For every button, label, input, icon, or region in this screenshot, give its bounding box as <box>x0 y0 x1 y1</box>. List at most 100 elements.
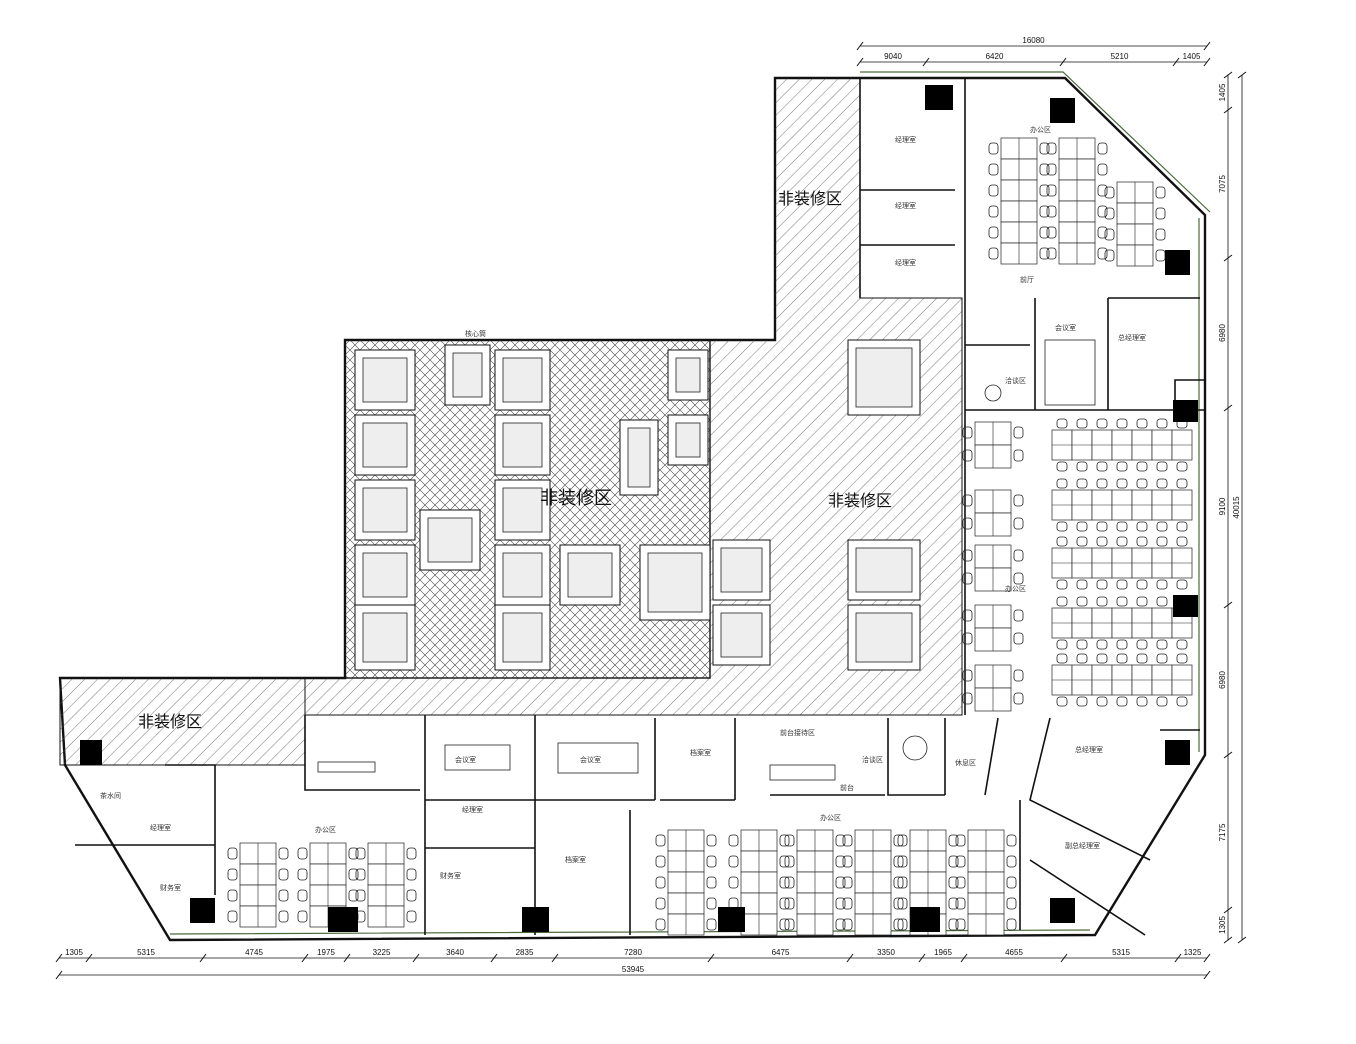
chair <box>1097 226 1108 239</box>
right-dim-tick <box>1223 71 1233 79</box>
room-label: 财务室 <box>440 871 461 880</box>
chair <box>955 834 966 847</box>
chair <box>406 847 417 860</box>
column <box>328 907 358 932</box>
round-table <box>902 735 928 761</box>
chair <box>1136 696 1148 707</box>
top-dim-label: 6420 <box>986 52 1004 61</box>
bottom-dim-tick <box>960 953 968 963</box>
chair <box>1156 478 1168 489</box>
non-renovation-label-top: 非装修区 <box>778 189 842 208</box>
bottom-dim-tick <box>85 953 93 963</box>
chair <box>955 918 966 931</box>
room-label: 洽谈区 <box>862 755 883 764</box>
chair <box>1176 536 1188 547</box>
chair <box>1006 834 1017 847</box>
chair <box>655 834 666 847</box>
chair <box>784 918 795 931</box>
chair <box>1056 521 1068 532</box>
chair <box>842 897 853 910</box>
bottom-dim-tick <box>846 953 854 963</box>
column <box>1050 898 1075 923</box>
elevator-car <box>720 547 763 593</box>
chair <box>1116 579 1128 590</box>
chair <box>1056 478 1068 489</box>
chair <box>955 876 966 889</box>
room-label: 档案室 <box>565 855 586 864</box>
structural-columns <box>80 85 1198 932</box>
meeting-table <box>557 742 639 774</box>
right-dim-label: 7075 <box>1218 175 1227 193</box>
chair <box>988 247 999 260</box>
chair <box>1176 521 1188 532</box>
chair <box>1104 207 1115 220</box>
chair <box>988 226 999 239</box>
chair <box>1006 918 1017 931</box>
bottom-dim-tick <box>301 953 309 963</box>
chair <box>348 889 359 902</box>
room-labels: 经理室经理室经理室办公区前厅会议室总经理室洽谈区办公区前台会议室会议室经理室财务… <box>100 125 1146 892</box>
chair <box>962 549 973 562</box>
elevator-car <box>362 487 408 533</box>
chair <box>278 847 289 860</box>
chair <box>1056 696 1068 707</box>
room-label: 办公区 <box>1030 125 1051 134</box>
bottom-total-dim-tick <box>1203 970 1211 980</box>
column <box>80 740 102 765</box>
chair <box>655 897 666 910</box>
non-renovation-label-center: 非装修区 <box>828 491 892 510</box>
elevator-car <box>855 547 913 593</box>
chair <box>655 918 666 931</box>
top-total-dim-tick <box>1203 41 1211 51</box>
chair <box>1097 247 1108 260</box>
chair <box>1039 226 1050 239</box>
chair <box>1156 696 1168 707</box>
bottom-dim-label: 5315 <box>1112 948 1130 957</box>
bottom-dim-tick <box>707 953 715 963</box>
bottom-dim-tick <box>1060 953 1068 963</box>
chair <box>962 517 973 530</box>
chair <box>835 834 846 847</box>
top-dim-tick <box>1203 57 1211 67</box>
elevator-car <box>502 552 543 598</box>
chair <box>897 834 908 847</box>
chair <box>893 876 904 889</box>
chair <box>835 897 846 910</box>
chair <box>1176 461 1188 472</box>
column <box>522 907 549 932</box>
elevator-car <box>567 552 613 598</box>
right-dim-label: 9100 <box>1218 497 1227 515</box>
chair <box>1056 418 1068 429</box>
chair <box>835 876 846 889</box>
chair <box>1046 247 1057 260</box>
chair <box>1056 579 1068 590</box>
chair <box>893 834 904 847</box>
chair <box>1076 521 1088 532</box>
chair <box>1136 579 1148 590</box>
chair <box>706 918 717 931</box>
bottom-dim-tick <box>551 953 559 963</box>
chair <box>988 205 999 218</box>
chair <box>1116 696 1128 707</box>
bottom-dim-tick <box>490 953 498 963</box>
chair <box>842 834 853 847</box>
chair <box>948 855 959 868</box>
chair <box>706 897 717 910</box>
chair <box>1097 205 1108 218</box>
elevator-car <box>362 357 408 403</box>
chair <box>1156 461 1168 472</box>
meeting-table <box>1044 339 1096 406</box>
chair <box>835 918 846 931</box>
bottom-dim-label: 1965 <box>934 948 952 957</box>
bottom-dim-label: 4745 <box>245 948 263 957</box>
room-label: 会议室 <box>455 755 476 764</box>
chair <box>955 897 966 910</box>
room-label: 前台接待区 <box>780 728 815 737</box>
elevator-car <box>675 422 701 458</box>
chair <box>962 632 973 645</box>
chair <box>348 868 359 881</box>
chair <box>1156 521 1168 532</box>
elevator-car <box>675 357 701 393</box>
chair <box>706 855 717 868</box>
bottom-dim-tick <box>199 953 207 963</box>
